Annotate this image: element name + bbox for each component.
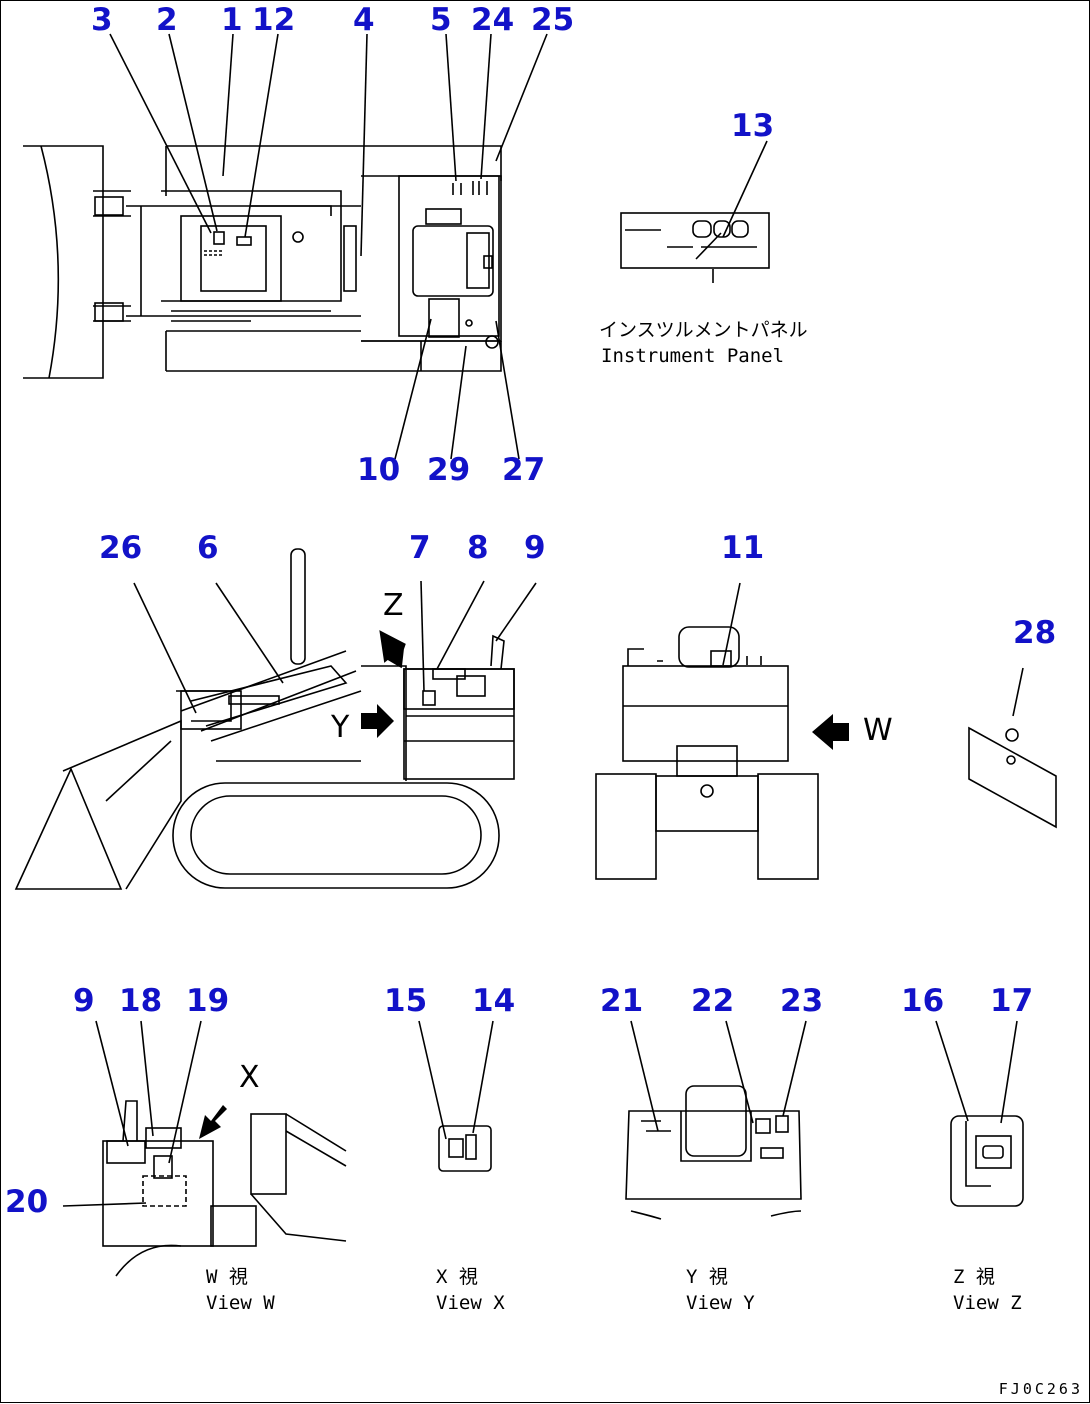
- callout-15: 15: [384, 983, 428, 1019]
- callout-10: 10: [357, 452, 401, 488]
- callout-20: 20: [5, 1184, 49, 1220]
- view-marker-z: Z: [383, 588, 404, 623]
- instrument-panel-drawing: [620, 140, 770, 283]
- view-x-caption-en: View X: [436, 1292, 505, 1314]
- callout-14: 14: [472, 983, 516, 1019]
- view-w-caption-jp: W 視: [206, 1266, 248, 1288]
- callout-7: 7: [409, 530, 431, 566]
- callout-9: 9: [524, 530, 546, 566]
- callout-3: 3: [91, 2, 113, 38]
- top-view-machine: [23, 33, 548, 460]
- callout-16: 16: [901, 983, 945, 1019]
- callout-28: 28: [1013, 615, 1057, 651]
- callout-27: 27: [502, 452, 546, 488]
- view-z-caption-en: View Z: [953, 1292, 1022, 1314]
- callout-17: 17: [990, 983, 1034, 1019]
- tag-part-28: [968, 667, 1057, 829]
- callout-2: 2: [156, 2, 178, 38]
- callout-8: 8: [467, 530, 489, 566]
- callout-25: 25: [531, 2, 575, 38]
- view-x-drawing: [418, 1020, 494, 1172]
- view-marker-x: X: [239, 1060, 260, 1095]
- view-arrows: [199, 630, 849, 1139]
- instrument-panel-caption-jp: インスツルメントパネル: [599, 319, 808, 341]
- callout-4: 4: [353, 2, 375, 38]
- callout-24: 24: [471, 2, 515, 38]
- callout-6: 6: [197, 530, 219, 566]
- view-z-caption-jp: Z 視: [953, 1266, 995, 1288]
- view-y-drawing: [625, 1020, 807, 1220]
- callout-12: 12: [252, 2, 296, 38]
- view-y-caption-en: View Y: [686, 1292, 755, 1314]
- callout-18: 18: [119, 983, 163, 1019]
- callout-1: 1: [221, 2, 243, 38]
- drawing-code: FJ0C263: [998, 1380, 1083, 1398]
- view-marker-w: W: [863, 713, 893, 748]
- callout-26: 26: [99, 530, 143, 566]
- rear-view-machine: [595, 582, 819, 880]
- callout-29: 29: [427, 452, 471, 488]
- view-w-drawing: [62, 1020, 347, 1277]
- callout-22: 22: [691, 983, 735, 1019]
- view-z-drawing: [935, 1020, 1024, 1207]
- callout-13: 13: [731, 108, 775, 144]
- view-y-caption-jp: Y 視: [686, 1266, 728, 1288]
- callout-21: 21: [600, 983, 644, 1019]
- callout-11: 11: [721, 530, 765, 566]
- callout-19: 19: [186, 983, 230, 1019]
- view-x-caption-jp: X 視: [436, 1266, 478, 1288]
- view-marker-y: Y: [331, 710, 350, 745]
- view-w-caption-en: View W: [206, 1292, 275, 1314]
- callout-9-view-w: 9: [73, 983, 95, 1019]
- side-view-machine: [14, 548, 537, 890]
- callout-23: 23: [780, 983, 824, 1019]
- instrument-panel-caption-en: Instrument Panel: [601, 345, 785, 367]
- callout-5: 5: [430, 2, 452, 38]
